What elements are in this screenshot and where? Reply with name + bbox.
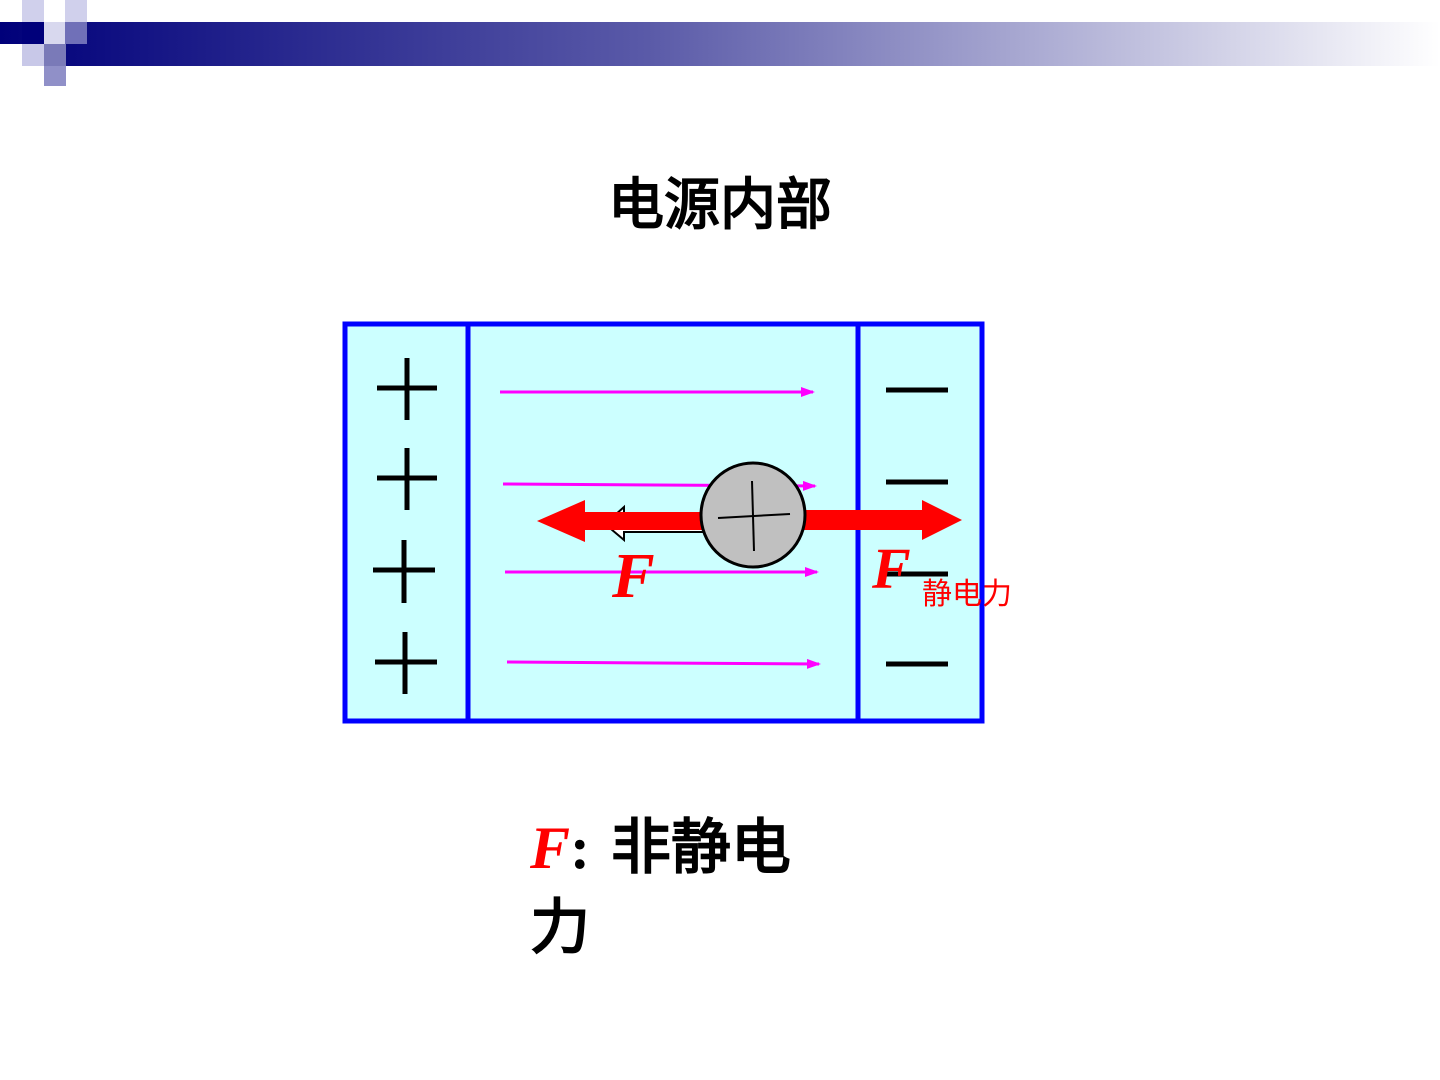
caption-text: 非静电力 [530,813,791,963]
force-right-subscript: 静电力 [922,577,1012,612]
charge-plus-icon [717,480,791,552]
caption: F: 非静电力 [530,808,820,968]
slide-title: 电源内部 [608,173,832,238]
plus-signs [373,358,437,694]
decorative-squares-logo [0,0,87,86]
caption-colon: : [570,815,591,881]
header-gradient-band [0,22,1440,66]
force-right-arrow [803,500,962,540]
field-line [506,658,821,669]
force-right-label: F [871,536,911,601]
caption-symbol: F [530,815,571,881]
force-left-arrow [537,500,712,542]
minus-signs [886,387,948,667]
force-left-label: F [611,540,655,611]
